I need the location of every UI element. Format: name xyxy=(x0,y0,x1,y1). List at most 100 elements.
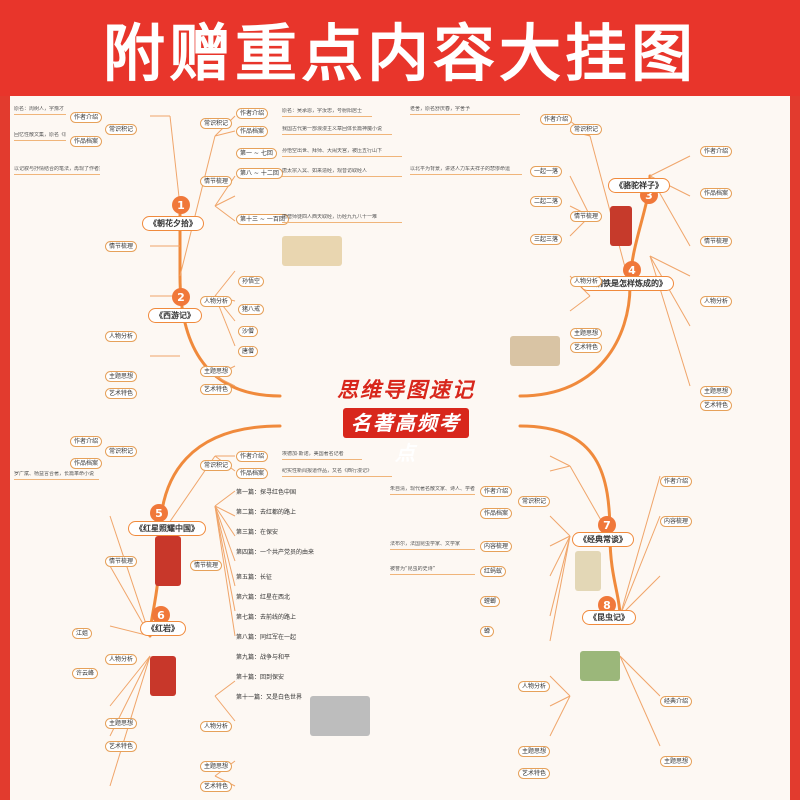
hongyan-art: 艺术特色 xyxy=(105,741,138,752)
hongxing-c10: 第十篇：回到保安 xyxy=(236,674,285,681)
gangtie-plot: 情节梳理 xyxy=(700,236,733,247)
mind-map-poster: 思维导图速记 名著高频考点 1 《朝花夕拾》 2 《西游记》 3 《骆驼祥子》 … xyxy=(10,96,790,800)
kunchong-illustration xyxy=(580,651,620,681)
xiyou-illustration xyxy=(282,236,342,266)
zhaohua-work: 作品档案 xyxy=(70,136,103,147)
luotuo-character: 人物分析 xyxy=(570,276,603,287)
book-title-hongxing: 《红星照耀中国》 xyxy=(128,521,206,536)
hongyan-p1: 江姐 xyxy=(72,628,93,639)
hongxing-theme: 主题思想 xyxy=(200,761,233,772)
book-title-hongyan: 《红岩》 xyxy=(140,621,186,636)
zhaohua-text-author: 原名：周树人，字豫才 xyxy=(14,106,66,115)
center-title-line2: 名著高频考点 xyxy=(343,408,469,465)
zhaohua-text-plot: 以记叙与抒情结合的笔法，再现了作者童年生活 xyxy=(14,166,100,175)
book-title-kunchong: 《昆虫记》 xyxy=(582,610,636,625)
classic-theme: 主题思想 xyxy=(660,756,693,767)
banner: 附赠重点内容大挂图 xyxy=(0,0,800,96)
hongxing-plot: 情节梳理 xyxy=(190,560,223,571)
hongxing-c6: 第六篇：红星在西北 xyxy=(236,594,291,601)
hongxing-c8: 第八篇：同红军在一起 xyxy=(236,634,297,641)
hongxing-author: 作者介绍 xyxy=(236,451,269,462)
kunchong-theme: 主题思想 xyxy=(518,746,551,757)
xiyou-author: 作者介绍 xyxy=(236,108,269,119)
xiyou-common: 常识积记 xyxy=(200,118,233,129)
book-number-8: 8 xyxy=(598,596,616,614)
book-number-6: 6 xyxy=(152,606,170,624)
xiyou-plot: 情节梳理 xyxy=(200,176,233,187)
book-title-luotuo: 《骆驼祥子》 xyxy=(608,178,670,193)
xiyou-ch2: 第八 ~ 十二回 xyxy=(236,168,283,179)
luotuo-plot: 情节梳理 xyxy=(570,211,603,222)
book-number-7: 7 xyxy=(598,516,616,534)
luotuo-book-cover xyxy=(610,206,632,246)
xiyou-text-ch3: 唐僧师徒四人西天取经，历经九九八十一难 xyxy=(282,214,402,223)
luotuo-theme: 主题思想 xyxy=(570,328,603,339)
xiyou-p4: 唐僧 xyxy=(238,346,259,357)
luotuo-text-author: 老舍，原名舒庆春，字舍予 xyxy=(410,106,520,115)
banner-title: 附赠重点内容大挂图 xyxy=(102,17,697,90)
gangtie-character: 人物分析 xyxy=(700,296,733,307)
hongyan-book-cover xyxy=(150,656,176,696)
zhaohua-text-work: 回忆性散文集，原名《旧事重提》 xyxy=(14,132,66,141)
gangtie-work: 作品档案 xyxy=(700,188,733,199)
xiyou-character: 人物分析 xyxy=(200,296,233,307)
book-title-zhaohua: 《朝花夕拾》 xyxy=(142,216,204,231)
center-title-line1: 思维导图速记 xyxy=(337,377,475,402)
kunchong-cicada: 蝉 xyxy=(480,626,495,637)
hongxing-book-cover xyxy=(155,536,181,586)
xiyou-text-work: 我国古代第一部浪漫主义章回体长篇神魔小说 xyxy=(282,126,392,135)
zhaohua-plot: 情节梳理 xyxy=(105,241,138,252)
kunchong-mantis: 螳螂 xyxy=(480,596,501,607)
zhaohua-common: 常识积记 xyxy=(105,124,138,135)
hongyan-text-work: 罗广斌、杨益言合著，长篇革命小说 xyxy=(14,471,99,480)
xiyou-art: 艺术特色 xyxy=(200,384,233,395)
hongxing-c9: 第九篇：战争与和平 xyxy=(236,654,291,661)
gangtie-author: 作者介绍 xyxy=(700,146,733,157)
hongyan-plot: 情节梳理 xyxy=(105,556,138,567)
kunchong-text-author: 法布尔，法国昆虫学家、文学家 xyxy=(390,541,475,550)
hongyan-character: 人物分析 xyxy=(105,654,138,665)
hongxing-c5: 第五篇：长征 xyxy=(236,574,273,581)
hongxing-c1: 第一篇：探寻红色中国 xyxy=(236,489,297,496)
hongxing-c2: 第二篇：去红都的路上 xyxy=(236,509,297,516)
jingdian-author: 作者介绍 xyxy=(480,486,513,497)
luotuo-text-plot: 以北平为背景，讲述人力车夫祥子的悲惨命运 xyxy=(410,166,522,175)
hongxing-work: 作品档案 xyxy=(236,468,269,479)
book-title-xiyou: 《西游记》 xyxy=(148,308,202,323)
xiyou-text-ch2: 唐太宗入冥、如来造经，观音访取经人 xyxy=(282,168,402,177)
luotuo-s2: 二起二落 xyxy=(530,196,563,207)
kunchong-character: 人物分析 xyxy=(518,681,551,692)
xiyou-text-author: 原名：吴承恩，字汝忠，号射阳居士 xyxy=(282,108,372,117)
book-title-jingdian: 《经典常谈》 xyxy=(572,532,634,547)
jingdian-book-cover xyxy=(575,551,601,591)
zhaohua-theme: 主题思想 xyxy=(105,371,138,382)
book-number-2: 2 xyxy=(172,288,190,306)
book-number-5: 5 xyxy=(150,504,168,522)
classic-author: 作者介绍 xyxy=(660,476,693,487)
hongyan-p2: 许云峰 xyxy=(72,668,99,679)
zhaohua-art: 艺术特色 xyxy=(105,388,138,399)
hongxing-c3: 第三篇：在保安 xyxy=(236,529,279,536)
kunchong-text-work: 被誉为“昆虫的史诗” xyxy=(390,566,475,575)
jingdian-common: 常识积记 xyxy=(518,496,551,507)
luotuo-s1: 一起一落 xyxy=(530,166,563,177)
zhaohua-author: 作者介绍 xyxy=(70,112,103,123)
luotuo-illustration xyxy=(510,336,560,366)
hongxing-common: 常识积记 xyxy=(200,460,233,471)
book-number-4: 4 xyxy=(623,261,641,279)
luotuo-author: 作者介绍 xyxy=(540,114,573,125)
gangtie-theme: 主题思想 xyxy=(700,386,733,397)
hongyan-author: 作者介绍 xyxy=(70,436,103,447)
xiyou-theme: 主题思想 xyxy=(200,366,233,377)
hongxing-c4: 第四篇：一个共产党员的由来 xyxy=(236,549,315,556)
xiyou-ch3: 第十三 ~ 一百回 xyxy=(236,214,289,225)
book-number-1: 1 xyxy=(172,196,190,214)
hongyan-theme: 主题思想 xyxy=(105,718,138,729)
classic-intro: 经典介绍 xyxy=(660,696,693,707)
luotuo-common: 常识积记 xyxy=(570,124,603,135)
hongxing-text-work: 纪实性新闻报道作品，又名《西行漫记》 xyxy=(282,468,392,477)
kunchong-ant: 红蚂蚁 xyxy=(480,566,507,577)
xiyou-text-ch1: 孙悟空出世、拜师、大闹天宫，被压五行山下 xyxy=(282,148,402,157)
hongxing-art: 艺术特色 xyxy=(200,781,233,792)
xiyou-ch1: 第一 ~ 七回 xyxy=(236,148,277,159)
